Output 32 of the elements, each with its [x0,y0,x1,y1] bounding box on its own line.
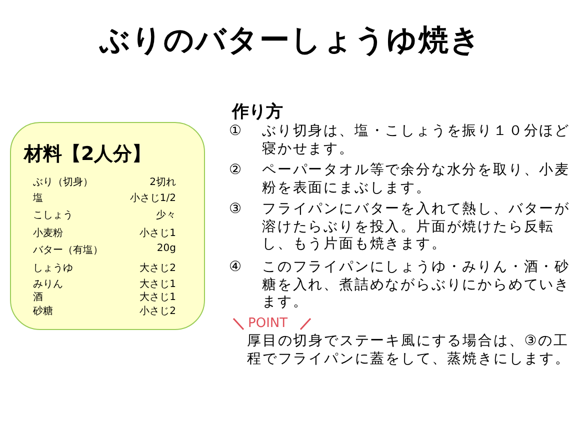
ingredient-card [10,122,205,330]
ingredient-name: バター（有塩） [33,244,103,257]
point-label: POINT [248,316,288,331]
card-heading: 材料【2人分】 [24,142,152,167]
step-text: フライパンにバターを入れて熱し、バターが溶けたらぶりを投入。片面が焼けたら反転し、もう片面も焼きます。 [262,201,571,254]
step-text: ぶり切身は、塩・こしょうを振り１０分ほど寝かせます。 [262,123,571,158]
ingredient-amount: 小さじ2 [140,304,176,318]
title: ぶりのバターしょうゆ焼き [98,22,482,60]
step-number: ③ [229,201,242,217]
step-text: このフライパンにしょうゆ・みりん・酒・砂糖を入れ、煮詰めながらぶりにからめていきます。 [262,259,571,312]
ingredient-amount: 少々 [156,208,176,222]
note-text: 厚目の切身でステーキ風にする場合は、③の工程でフライパンに蓋をして、蒸焼きにします。 [247,333,572,368]
section-heading: 作り方 [232,101,283,123]
ingredient-amount: 大さじ1 [140,278,176,291]
ingredient-name: こしょう [33,209,73,222]
ingredient-name: しょうゆ [33,262,73,275]
ingredient-amount: 小さじ1/2 [130,192,176,205]
ingredient-amount: 20g [156,243,176,254]
step-number: ④ [229,259,242,275]
ingredient-name: 塩 [33,192,43,205]
ingredient-name: 小麦粉 [33,226,63,240]
ingredient-amount: 大さじ2 [140,262,176,275]
ingredient-amount: 2切れ [150,176,176,189]
ingredient-amount: 小さじ1 [140,226,176,240]
step-number: ② [229,162,242,178]
step-number: ① [229,123,242,139]
ingredient-name: みりん [33,278,63,291]
ingredient-name: 酒 [33,290,43,304]
step-text: ペーパータオル等で余分な水分を取り、小麦粉を表面にまぶします。 [262,162,571,198]
ingredient-name: 砂糖 [33,304,53,318]
ingredient-amount: 大さじ1 [140,290,176,304]
ingredient-name: ぶり（切身） [33,176,93,189]
